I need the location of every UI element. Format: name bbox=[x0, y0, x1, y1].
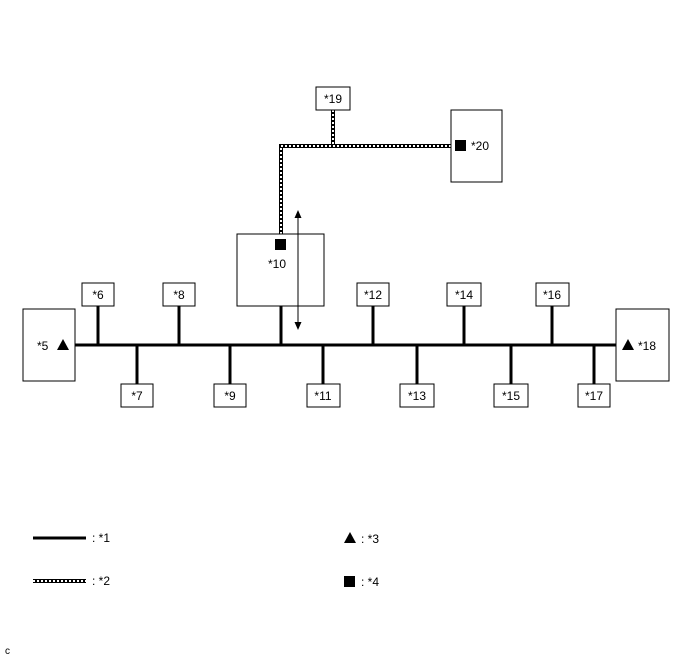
node-box-9 bbox=[213, 383, 247, 408]
legend-triangle-label: : *3 bbox=[361, 532, 379, 546]
node-label-13: *13 bbox=[408, 389, 426, 403]
node-label-6: *6 bbox=[92, 288, 104, 302]
node-box-8 bbox=[162, 282, 196, 307]
node-label-10: *10 bbox=[268, 257, 286, 271]
node-label-12: *12 bbox=[364, 288, 382, 302]
node-label-5: *5 bbox=[37, 339, 49, 353]
node-label-14: *14 bbox=[455, 288, 473, 302]
node-label-9: *9 bbox=[224, 389, 236, 403]
triangle-icon bbox=[57, 339, 69, 350]
legend-solid-label: : *1 bbox=[92, 531, 110, 545]
legend-square-label: : *4 bbox=[361, 575, 379, 589]
node-box-19 bbox=[315, 86, 351, 111]
node-box-15 bbox=[493, 383, 529, 408]
node-label-16: *16 bbox=[543, 288, 561, 302]
node-box-6 bbox=[81, 282, 115, 307]
node-label-19: *19 bbox=[324, 92, 342, 106]
node-box-16 bbox=[535, 282, 570, 307]
legend-square-icon bbox=[344, 576, 355, 587]
node-box-17 bbox=[577, 383, 611, 408]
triangle-icon bbox=[622, 339, 634, 350]
node-box-11 bbox=[306, 383, 341, 408]
sub-bus-line bbox=[279, 110, 451, 234]
square-icon bbox=[455, 140, 466, 151]
node-box-7 bbox=[120, 383, 154, 408]
node-box-13 bbox=[399, 383, 435, 408]
node-label-17: *17 bbox=[585, 389, 603, 403]
node-label-20: *20 bbox=[471, 139, 489, 153]
double-arrow-icon bbox=[294, 210, 302, 330]
node-label-7: *7 bbox=[131, 389, 143, 403]
node-box-5 bbox=[22, 308, 76, 382]
legend-triangle-icon bbox=[344, 532, 356, 543]
node-label-11: *11 bbox=[314, 389, 331, 403]
legend: : *1 : *2 : *3 : *4 bbox=[33, 531, 379, 589]
corner-code: c bbox=[5, 646, 10, 657]
node-label-15: *15 bbox=[502, 389, 520, 403]
legend-dashed-label: : *2 bbox=[92, 574, 110, 588]
square-icon bbox=[275, 239, 286, 250]
node-box-12 bbox=[356, 282, 390, 307]
node-label-8: *8 bbox=[173, 288, 185, 302]
node-label-18: *18 bbox=[638, 339, 656, 353]
node-box-14 bbox=[446, 282, 482, 307]
